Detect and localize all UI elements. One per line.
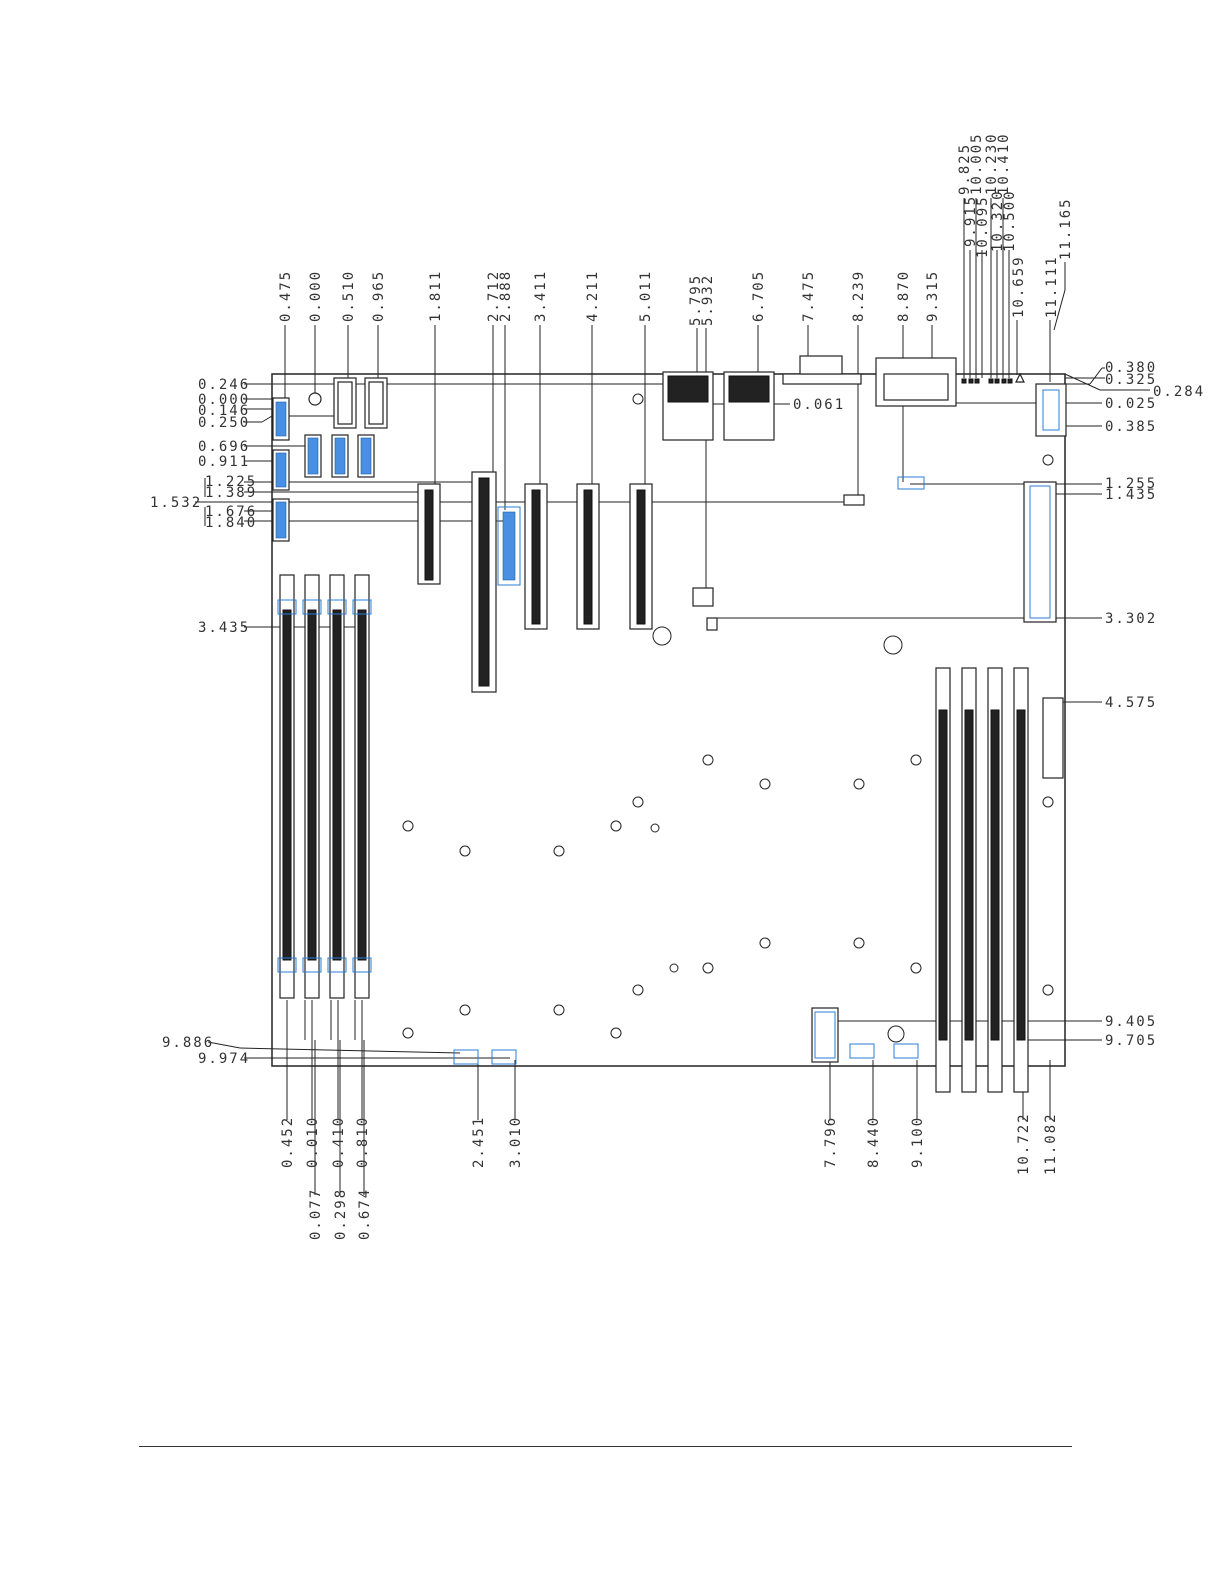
left-label: 9.886 (162, 1035, 214, 1051)
bottom-label: 0.452 (280, 1116, 296, 1168)
inner-label: 0.061 (793, 397, 845, 413)
left-label: 1.532 (150, 495, 202, 511)
bottom-dimension-labels: 0.452 0.010 0.410 0.810 2.451 3.010 7.79… (280, 1112, 1059, 1240)
right-label: 3.302 (1105, 611, 1157, 627)
right-label: 1.255 (1105, 476, 1157, 492)
power-connectors (453, 476, 1064, 1065)
bottom-label: 0.010 (305, 1116, 321, 1168)
bottom-label: 2.451 (471, 1116, 487, 1168)
pcie-slots (417, 471, 653, 693)
top-label: 5.932 (700, 274, 716, 326)
left-label: 0.246 (198, 377, 250, 393)
left-dimm-slots (277, 574, 372, 999)
bottom-label: 11.082 (1043, 1112, 1059, 1175)
left-label: 0.146 (198, 403, 250, 419)
left-dimension-leaders (195, 383, 845, 1059)
right-dimension-leaders (712, 367, 1150, 1041)
bottom-label: 10.722 (1016, 1112, 1032, 1175)
footer-rule (139, 1446, 1072, 1447)
top-label: 8.239 (851, 270, 867, 322)
bottom-label: 7.796 (823, 1116, 839, 1168)
left-label: 9.974 (198, 1051, 250, 1067)
top-label: 10.659 (1011, 255, 1027, 318)
top-small-label: 9.825 (957, 143, 973, 195)
top-label: 4.211 (585, 270, 601, 322)
bottom-dimension-leaders (286, 1000, 1051, 1195)
top-label: 7.475 (801, 270, 817, 322)
top-small-label: 9.915 (963, 195, 979, 247)
right-label: 9.705 (1105, 1033, 1157, 1049)
top-label: 0.510 (341, 270, 357, 322)
top-label: 5.011 (638, 270, 654, 322)
right-label: 0.325 (1105, 372, 1157, 388)
top-label: 11.165 (1058, 197, 1074, 260)
left-label: 0.250 (198, 415, 250, 431)
top-label: 8.870 (896, 270, 912, 322)
bottom-lower-label: 0.298 (333, 1188, 349, 1240)
bottom-label: 0.410 (331, 1116, 347, 1168)
top-label: 0.965 (371, 270, 387, 322)
right-label: 1.435 (1105, 487, 1157, 503)
top-small-label: 10.500 (1002, 189, 1018, 252)
bottom-lower-label: 0.077 (308, 1188, 324, 1240)
bottom-label: 9.100 (910, 1116, 926, 1168)
top-label: 5.795 (688, 274, 704, 326)
top-left-headers (272, 377, 388, 542)
left-label: 1.389 (205, 485, 257, 501)
top-small-label: 10.005 (969, 132, 985, 195)
top-small-label: 10.320 (990, 189, 1006, 252)
top-label: 11.111 (1044, 255, 1060, 318)
mounting-holes (402, 393, 1054, 1043)
left-label: 1.225 (205, 474, 257, 490)
right-label: 4.575 (1105, 695, 1157, 711)
top-small-label: 10.410 (996, 132, 1012, 195)
left-label: 3.435 (198, 620, 250, 636)
right-label: 0.025 (1105, 396, 1157, 412)
left-label: 0.000 (198, 392, 250, 408)
top-label: 0.475 (278, 270, 294, 322)
top-label: 2.888 (498, 270, 514, 322)
left-label: 1.840 (205, 515, 257, 531)
right-dimm-slots (935, 667, 1029, 1093)
right-label: 9.405 (1105, 1014, 1157, 1030)
top-label: 9.315 (925, 270, 941, 322)
right-dimension-labels: 0.380 0.325 0.284 0.025 0.385 1.255 1.43… (793, 360, 1205, 1049)
rear-io-connectors (662, 355, 1067, 441)
right-label: 0.284 (1153, 384, 1205, 400)
bottom-label: 3.010 (508, 1116, 524, 1168)
bottom-label: 0.810 (355, 1116, 371, 1168)
right-label: 0.380 (1105, 360, 1157, 376)
top-label: 3.411 (533, 270, 549, 322)
top-dimension-labels: 0.475 0.000 0.510 0.965 1.811 2.712 2.88… (278, 132, 1074, 326)
top-label: 2.712 (486, 270, 502, 322)
top-small-label: 10.095 (975, 195, 991, 258)
left-label: 1.676 (205, 504, 257, 520)
top-label: 1.811 (428, 270, 444, 322)
top-label: 6.705 (751, 270, 767, 322)
left-label: 0.911 (198, 454, 250, 470)
bottom-lower-label: 0.674 (357, 1188, 373, 1240)
top-label: 0.000 (308, 270, 324, 322)
left-label: 0.696 (198, 439, 250, 455)
right-label: 0.385 (1105, 419, 1157, 435)
top-small-label: 10.230 (984, 132, 1000, 195)
left-dimension-labels: 0.246 0.000 0.146 0.250 0.696 0.911 1.22… (150, 377, 257, 1067)
bottom-label: 8.440 (866, 1116, 882, 1168)
